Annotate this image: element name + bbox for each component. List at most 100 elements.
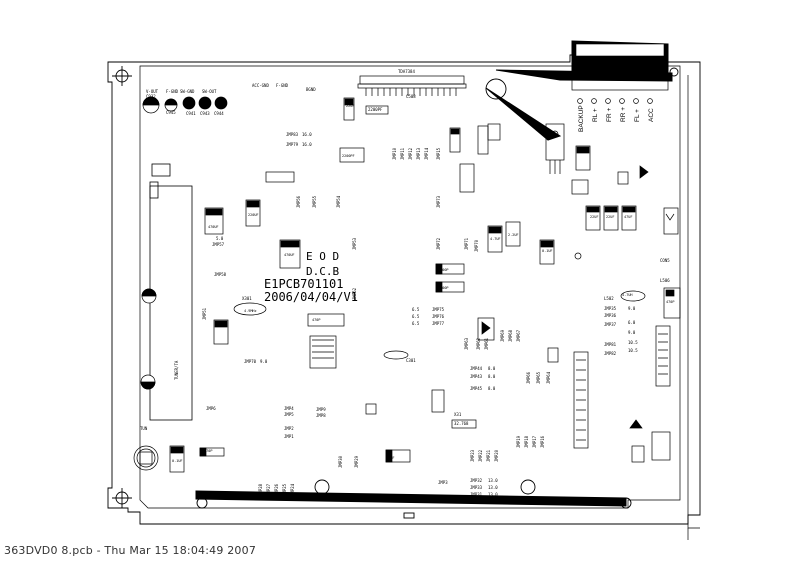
svg-text:JMP82: JMP82 xyxy=(604,351,617,356)
svg-text:JMP23: JMP23 xyxy=(470,449,475,462)
svg-text:470P: 470P xyxy=(204,449,212,453)
svg-text:0.1UF: 0.1UF xyxy=(172,459,183,463)
svg-text:C945: C945 xyxy=(166,110,176,115)
board-mark-eod: E O D xyxy=(306,250,339,263)
svg-text:JMP45: JMP45 xyxy=(470,386,483,391)
connector-label-backup: BACKUP xyxy=(578,105,585,132)
svg-text:JMP25: JMP25 xyxy=(282,483,287,496)
vertical-tags: JMP56 JMP55 JMP54 JMP53 JMP52 JMP51 JMP7… xyxy=(140,195,670,496)
svg-text:22UF: 22UF xyxy=(346,104,354,108)
svg-text:JMP22: JMP22 xyxy=(478,449,483,462)
svg-text:JMP55: JMP55 xyxy=(312,195,317,208)
svg-text:22UF: 22UF xyxy=(590,215,598,219)
jumper-name: JMP83 xyxy=(286,132,299,137)
svg-text:JMP11: JMP11 xyxy=(400,147,405,160)
svg-text:C932: C932 xyxy=(146,94,156,99)
ground-wedges xyxy=(195,40,673,507)
label-f-gnd: F-GND xyxy=(166,89,179,94)
svg-text:10.5: 10.5 xyxy=(628,340,638,345)
svg-text:F-GND: F-GND xyxy=(276,83,289,88)
svg-text:JMP66: JMP66 xyxy=(526,371,531,384)
left-module: TUNER/TA xyxy=(149,163,193,421)
svg-text:JMP16: JMP16 xyxy=(540,435,545,448)
jumper-name: JMP79 xyxy=(286,142,299,147)
svg-text:5.0: 5.0 xyxy=(216,236,224,241)
svg-text:JMP81: JMP81 xyxy=(604,342,617,347)
pcb-code: E1PCB701101 xyxy=(264,277,343,291)
svg-text:10.5: 10.5 xyxy=(628,348,638,353)
svg-text:JMP53: JMP53 xyxy=(352,237,357,250)
connector-label-rl: RL + xyxy=(592,108,599,122)
svg-text:JMP51: JMP51 xyxy=(202,307,207,320)
board-markings: E O D D.C.B E1PCB701101 2006/04/04/V1 xyxy=(264,250,358,304)
svg-text:JMP43: JMP43 xyxy=(470,374,483,379)
svg-text:JMP20: JMP20 xyxy=(494,449,499,462)
svg-text:470P: 470P xyxy=(312,318,320,322)
rear-connector xyxy=(571,75,669,104)
svg-text:JMP29: JMP29 xyxy=(354,455,359,468)
svg-text:TUN: TUN xyxy=(140,426,148,431)
left-capacitors xyxy=(140,288,157,390)
svg-text:2.2UF: 2.2UF xyxy=(508,233,519,237)
svg-text:220UF: 220UF xyxy=(248,213,259,217)
value-tags: 22UF 470UF 470UF 220UF 2200PF 1000P 2200… xyxy=(172,104,674,463)
svg-text:JMP14: JMP14 xyxy=(424,147,429,160)
svg-text:4.7UH: 4.7UH xyxy=(622,293,633,297)
svg-text:1000P: 1000P xyxy=(438,268,449,272)
top-labels: V-OUT F-GND SW-GND SW-OUT C932 C941 C943… xyxy=(146,69,416,116)
label-sw-out: SW-OUT xyxy=(202,89,217,94)
svg-text:JMP58: JMP58 xyxy=(214,272,227,277)
svg-text:TDA7384: TDA7384 xyxy=(398,69,415,74)
jumpers-top-left: JMP83 16.0 JMP79 16.0 xyxy=(286,132,312,147)
svg-text:L506: L506 xyxy=(660,278,670,283)
svg-text:ACC-GND: ACC-GND xyxy=(252,83,269,88)
svg-text:JMP44: JMP44 xyxy=(470,366,483,371)
svg-text:JMP36: JMP36 xyxy=(604,313,617,318)
svg-text:JMP5: JMP5 xyxy=(284,412,294,417)
svg-text:9.0: 9.0 xyxy=(260,359,268,364)
svg-text:9.0: 9.0 xyxy=(628,330,636,335)
svg-text:JMP28: JMP28 xyxy=(258,483,263,496)
svg-text:JMP77: JMP77 xyxy=(432,321,445,326)
svg-text:2200PF: 2200PF xyxy=(342,154,355,158)
jumper-value: 16.0 xyxy=(302,142,312,147)
svg-text:JMP17: JMP17 xyxy=(532,435,537,448)
svg-text:JMP75: JMP75 xyxy=(432,307,445,312)
svg-text:JMP63: JMP63 xyxy=(464,337,469,350)
board-mark-dcb: D.C.B xyxy=(306,265,339,278)
connector-label-rr: RR + xyxy=(620,107,627,122)
svg-text:JMP76: JMP76 xyxy=(432,314,445,319)
svg-text:6.5: 6.5 xyxy=(412,321,420,326)
svg-text:47UF: 47UF xyxy=(624,215,632,219)
svg-text:BGND: BGND xyxy=(306,87,316,92)
svg-text:32.768: 32.768 xyxy=(454,421,469,426)
svg-text:JMP32: JMP32 xyxy=(470,478,483,483)
svg-text:JMP24: JMP24 xyxy=(290,483,295,496)
svg-text:C301: C301 xyxy=(406,358,416,363)
svg-text:JMP70: JMP70 xyxy=(244,359,257,364)
svg-text:JMP72: JMP72 xyxy=(436,237,441,250)
file-info-footer: 363DVD0 8.pcb - Thu Mar 15 18:04:49 2007 xyxy=(4,544,257,557)
svg-text:13.0: 13.0 xyxy=(488,492,498,497)
svg-text:C941: C941 xyxy=(186,111,196,116)
svg-text:470UF: 470UF xyxy=(284,253,295,257)
svg-text:C943: C943 xyxy=(200,111,210,116)
svg-text:JMP37: JMP37 xyxy=(604,322,617,327)
svg-text:JMP15: JMP15 xyxy=(436,147,441,160)
svg-text:470UF: 470UF xyxy=(208,225,219,229)
svg-text:JMP31: JMP31 xyxy=(470,492,483,497)
svg-text:JMP9: JMP9 xyxy=(316,407,326,412)
svg-text:JMP2: JMP2 xyxy=(284,426,294,431)
svg-text:8.0: 8.0 xyxy=(488,374,496,379)
svg-text:13.0: 13.0 xyxy=(488,485,498,490)
svg-text:JMP57: JMP57 xyxy=(212,242,225,247)
connector-label-acc: ACC xyxy=(648,108,655,122)
svg-text:C508: C508 xyxy=(406,94,416,99)
svg-text:JMP67: JMP67 xyxy=(516,329,521,342)
svg-text:JMP27: JMP27 xyxy=(266,483,271,496)
pcb-revision: 2006/04/04/V1 xyxy=(264,290,358,304)
svg-text:JMP54: JMP54 xyxy=(336,195,341,208)
svg-text:9.0: 9.0 xyxy=(628,306,636,311)
svg-text:JMP4: JMP4 xyxy=(284,406,294,411)
